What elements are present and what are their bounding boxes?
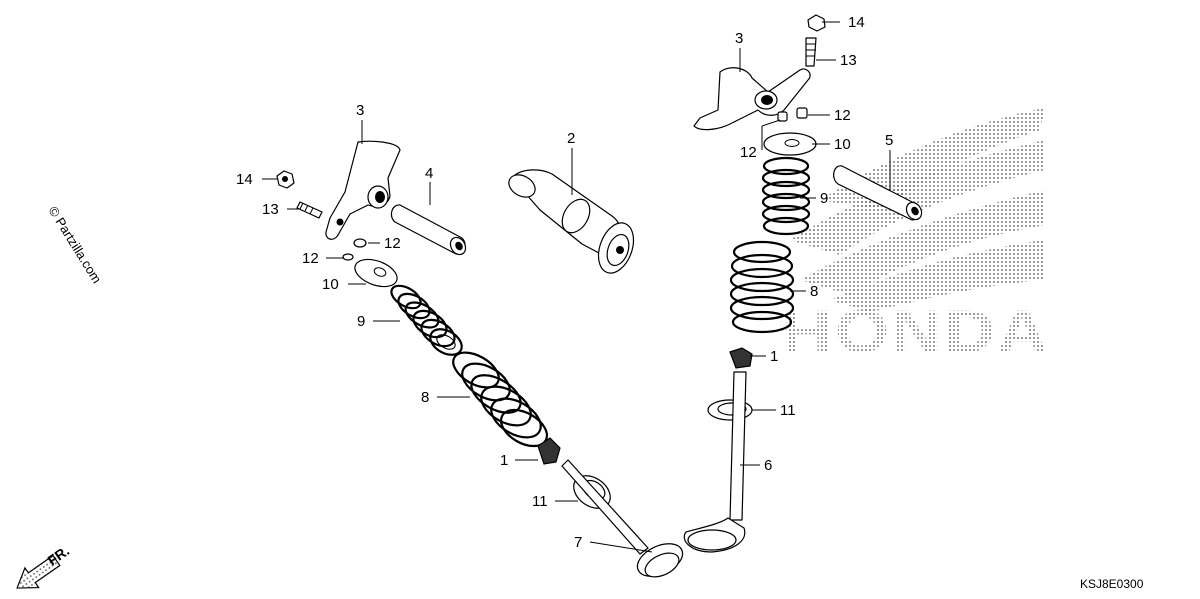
front-direction-arrow: FR.	[16, 542, 72, 589]
callout-rocker-arm-left: 3	[356, 102, 364, 119]
callout-nut-left: 14	[236, 171, 253, 188]
callout-nut-right: 14	[848, 14, 865, 31]
adjusting-screw-right	[805, 37, 817, 67]
callout-cotter-left: 1	[500, 452, 508, 469]
callout-rocker-shaft-right: 5	[885, 132, 893, 149]
retainer-right	[763, 132, 817, 156]
retainer-left	[354, 258, 398, 288]
callout-clip-right-b: 12	[740, 144, 757, 161]
callout-outer-spring-right: 8	[810, 283, 818, 300]
clip-left-b	[342, 253, 354, 261]
rocker-shaft-left	[390, 204, 467, 256]
clip-left-a	[353, 238, 367, 248]
callout-rocker-shaft-left: 4	[425, 165, 433, 182]
honda-wordmark: HONDA	[782, 298, 1050, 365]
nut-right	[807, 14, 826, 32]
callout-clip-left-b: 12	[302, 250, 319, 267]
partzilla-watermark: © Partzilla.com	[45, 204, 104, 286]
clip-right-b	[777, 111, 788, 122]
camshaft	[508, 169, 635, 274]
intake-valve	[561, 459, 684, 578]
callout-retainer-right: 10	[834, 136, 851, 153]
outer-spring-right	[729, 240, 795, 334]
leader-lines	[262, 21, 891, 553]
valve-cotter-right	[729, 347, 753, 369]
inner-spring-right	[761, 156, 811, 236]
callout-seal-left: 11	[532, 493, 548, 510]
callout-exhaust-valve: 6	[764, 457, 772, 474]
outer-spring-left	[452, 351, 549, 448]
callout-screw-left: 13	[262, 201, 279, 218]
rocker-shaft-right	[833, 165, 923, 221]
nut-left	[276, 170, 295, 189]
callout-seal-right: 11	[780, 402, 796, 419]
callout-clip-right-a: 12	[834, 107, 851, 124]
diagram-code: KSJ8E0300	[1080, 577, 1144, 591]
callout-camshaft: 2	[567, 130, 575, 147]
inner-spring-left	[390, 284, 463, 356]
rocker-arm-left	[325, 140, 401, 240]
clip-right-a	[796, 107, 808, 119]
callout-clip-left-a: 12	[384, 235, 401, 252]
callout-labels: 3 4 2 3 5 14 13 12 12 10 9 8 1 11 7 14 1…	[236, 14, 893, 551]
exhaust-valve	[683, 371, 747, 553]
callout-inner-spring-left: 9	[357, 313, 365, 330]
callout-rocker-arm-right: 3	[735, 30, 743, 47]
rocker-arm-right	[693, 67, 811, 131]
callout-cotter-right: 1	[770, 348, 778, 365]
callout-retainer-left: 10	[322, 276, 339, 293]
callout-screw-right: 13	[840, 52, 857, 69]
adjusting-screw-left	[296, 201, 323, 219]
callout-intake-valve: 7	[574, 534, 582, 551]
callout-outer-spring-left: 8	[421, 389, 429, 406]
callout-inner-spring-right: 9	[820, 190, 828, 207]
valve-cotter-left	[537, 437, 561, 465]
